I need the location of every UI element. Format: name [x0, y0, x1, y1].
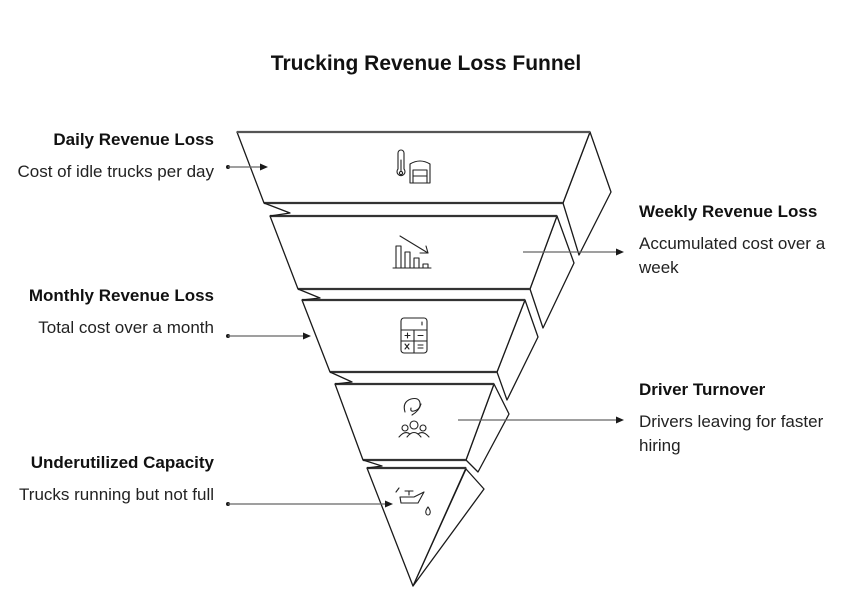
- stage-description: Cost of idle trucks per day: [17, 162, 214, 181]
- stage-title: Daily Revenue Loss: [53, 130, 214, 149]
- stage-title: Monthly Revenue Loss: [28, 286, 214, 305]
- stage-description: Total cost over a month: [38, 318, 214, 337]
- stage-label-driver: Driver Turnover Drivers leaving for fast…: [639, 378, 829, 458]
- funnel-layer-1-front: [236, 131, 591, 204]
- connector-daily: [226, 163, 268, 171]
- funnel-layer-2-front: [269, 215, 558, 290]
- stage-title: Driver Turnover: [639, 380, 766, 399]
- stage-label-weekly: Weekly Revenue Loss Accumulated cost ove…: [639, 200, 829, 280]
- declining-bar-chart-icon: [392, 235, 432, 269]
- stage-description: Drivers leaving for faster hiring: [639, 412, 824, 455]
- calculator-icon: [400, 317, 428, 354]
- stage-description: Accumulated cost over a week: [639, 234, 826, 277]
- stage-label-monthly: Monthly Revenue Loss Total cost over a m…: [14, 284, 214, 340]
- oil-can-icon: [395, 487, 431, 516]
- funnel-layer-4: [334, 382, 510, 473]
- funnel-layer-2: [269, 214, 575, 329]
- stage-title: Underutilized Capacity: [30, 453, 214, 472]
- connector-driver: [458, 416, 624, 424]
- stage-label-daily: Daily Revenue Loss Cost of idle trucks p…: [14, 128, 214, 184]
- connector-capacity: [226, 500, 393, 508]
- funnel-layer-1: [236, 130, 612, 256]
- thermometer-garage-icon: [396, 149, 431, 184]
- connector-weekly: [523, 248, 624, 256]
- stage-label-capacity: Underutilized Capacity Trucks running bu…: [14, 451, 214, 507]
- stage-title: Weekly Revenue Loss: [639, 202, 818, 221]
- stage-description: Trucks running but not full: [19, 485, 214, 504]
- funnel-layer-5: [366, 466, 485, 587]
- people-hand-icon: [398, 397, 430, 438]
- funnel-layer-4-front: [334, 383, 495, 461]
- connector-monthly: [226, 332, 311, 340]
- diagram-title: Trucking Revenue Loss Funnel: [270, 52, 582, 75]
